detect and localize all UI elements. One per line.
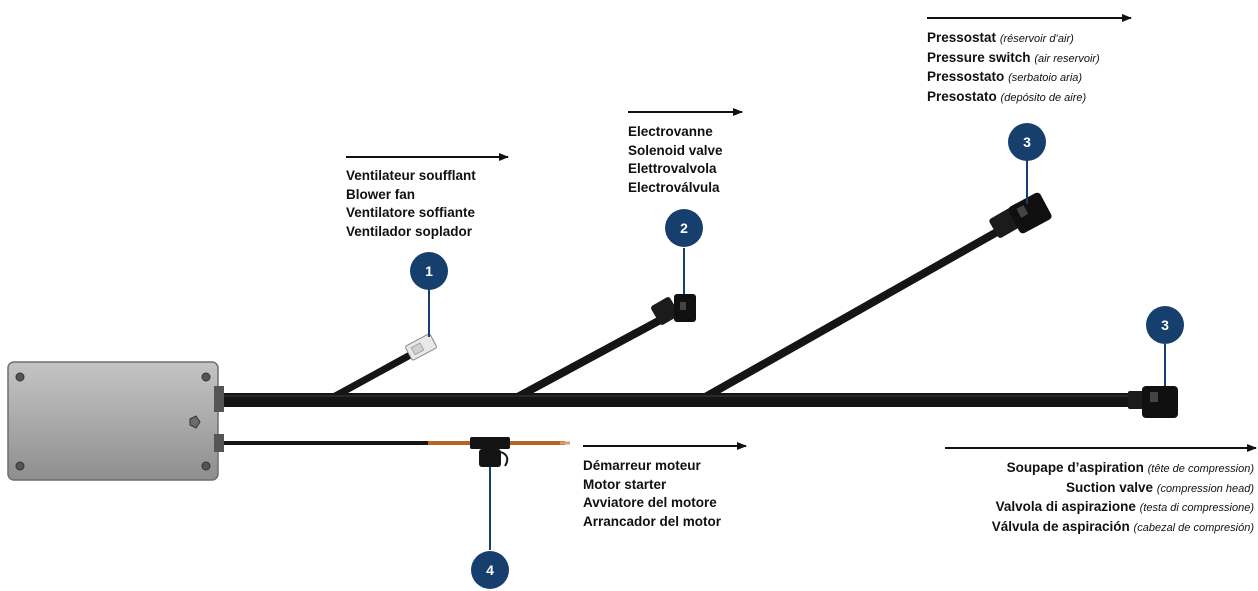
label-motor-starter: Démarreur moteur Motor starter Avviatore…	[583, 457, 721, 531]
cable-solenoid-branch	[508, 314, 668, 404]
svg-text:4: 4	[486, 562, 494, 578]
svg-text:1: 1	[425, 263, 433, 279]
svg-text:2: 2	[680, 220, 688, 236]
badge-4: 4	[471, 551, 509, 589]
label-line: Electrovanne	[628, 124, 713, 139]
label-line: Electroválvula	[628, 179, 720, 195]
label-line: Ventilateur soufflant	[346, 168, 476, 183]
suction-valve-connector	[1128, 386, 1178, 418]
label-line: Ventilador soplador	[346, 223, 473, 239]
label-solenoid-valve: Electrovanne Solenoid valve Elettrovalvo…	[628, 123, 723, 197]
cable-blower-branch	[324, 350, 416, 404]
label-line: Avviatore del motore	[583, 495, 717, 510]
fuse-holder	[470, 437, 510, 467]
control-box	[7, 361, 224, 481]
badge-3-suction: 3	[1146, 306, 1184, 344]
screw-icon	[15, 372, 211, 471]
label-pressure-switch: Pressostat (réservoir d’air) Pressure sw…	[927, 29, 1100, 107]
label-line: Elettrovalvola	[628, 161, 717, 176]
label-line: Démarreur moteur	[583, 458, 701, 473]
badge-3-pressure: 3	[1008, 123, 1046, 161]
label-blower-fan: Ventilateur soufflant Blower fan Ventila…	[346, 167, 476, 241]
label-line: Arrancador del motor	[583, 513, 722, 529]
badge-2: 2	[665, 209, 703, 247]
label-line: Blower fan	[346, 186, 416, 202]
solenoid-connector	[651, 294, 696, 325]
cable-pressure-branch	[696, 224, 1008, 404]
label-line: Pressostato (serbatoio aria)	[927, 69, 1083, 84]
svg-text:3: 3	[1161, 317, 1169, 333]
pressure-switch-connector	[989, 192, 1052, 238]
label-line: Pressure switch (air reservoir)	[927, 49, 1100, 65]
label-suction-valve: Soupape d’aspiration (tête de compressio…	[992, 459, 1254, 537]
label-line: Válvula de aspiración (cabezal de compre…	[991, 518, 1254, 534]
label-line: Pressostat (réservoir d’air)	[927, 30, 1074, 45]
label-line: Motor starter	[583, 476, 667, 492]
label-line: Suction valve (compression head)	[1065, 479, 1254, 495]
label-line: Ventilatore soffiante	[346, 205, 476, 220]
label-line: Soupape d’aspiration (tête de compressio…	[1006, 460, 1254, 475]
label-line: Valvola di aspirazione (testa di compres…	[995, 499, 1254, 514]
svg-text:3: 3	[1023, 134, 1031, 150]
blower-connector	[405, 333, 437, 361]
label-line: Presostato (depósito de aire)	[927, 88, 1087, 104]
cable-main-trunk	[220, 393, 1140, 407]
label-line: Solenoid valve	[628, 142, 723, 158]
badge-1: 1	[410, 252, 448, 290]
